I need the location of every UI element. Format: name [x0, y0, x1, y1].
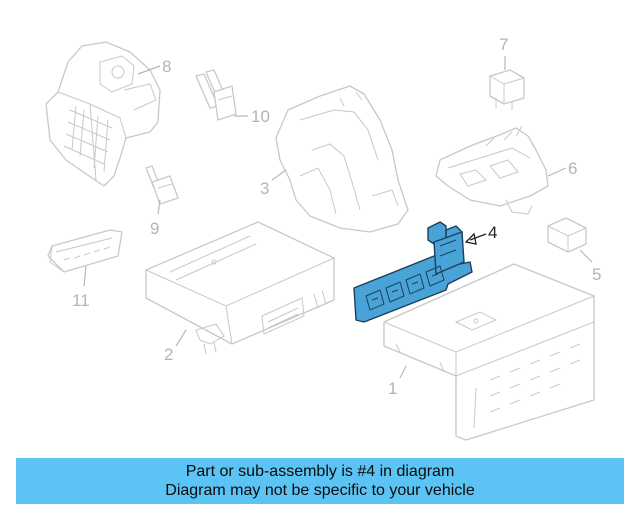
info-banner: Part or sub-assembly is #4 in diagram Di…: [16, 458, 624, 504]
callout-5: 5: [592, 265, 601, 284]
part-10-blade-fuse: [195, 69, 237, 121]
callout-7: 7: [499, 35, 508, 54]
part-5-connector: [547, 217, 587, 253]
banner-line-1: Part or sub-assembly is #4 in diagram: [185, 463, 455, 480]
callout-4-highlighted: 4: [488, 223, 497, 242]
part-1-main-fuse-box: [383, 263, 595, 441]
leader-line-4: [469, 233, 487, 241]
part-8-fuse-box: [45, 41, 161, 187]
leader-line-8: [137, 65, 161, 75]
leader-line-1: [399, 365, 407, 379]
leader-line-11: [83, 265, 87, 287]
part-4-relay-plate-highlighted: [353, 221, 473, 323]
part-6-relay-carrier: [435, 125, 549, 215]
part-9-mini-fuse: [145, 165, 179, 205]
callout-3: 3: [260, 179, 269, 198]
leader-line-6: [547, 167, 567, 177]
callout-6: 6: [568, 159, 577, 178]
leader-line-5: [579, 249, 593, 263]
callout-8: 8: [162, 57, 171, 76]
callout-11: 11: [72, 291, 90, 310]
callout-1: 1: [388, 379, 397, 398]
callout-9: 9: [150, 219, 159, 238]
leader-line-2: [175, 329, 187, 347]
banner-line-2: Diagram may not be specific to your vehi…: [165, 482, 475, 499]
part-2-control-module: [145, 221, 335, 355]
callout-2: 2: [164, 345, 173, 364]
leader-line-3: [271, 169, 287, 181]
callout-10: 10: [251, 107, 270, 126]
part-11-connector-block: [47, 229, 123, 273]
part-7-relay: [489, 69, 525, 110]
part-3-bracket: [275, 85, 409, 233]
leader-line-9: [157, 199, 161, 215]
leader-arrowhead-4: [464, 232, 477, 245]
